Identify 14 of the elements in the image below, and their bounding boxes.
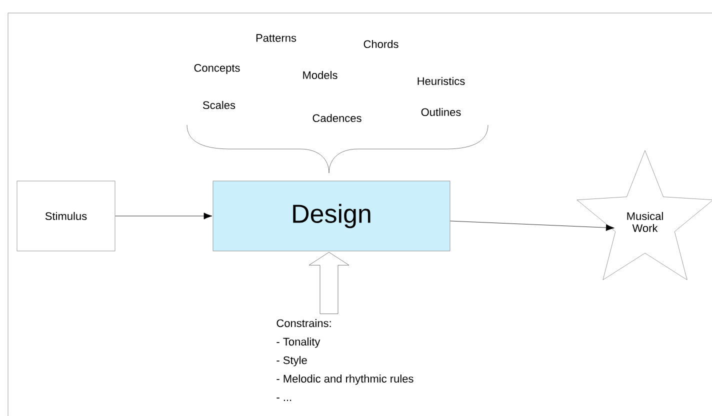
word-label: Chords bbox=[364, 40, 398, 48]
word-label: Scales bbox=[203, 100, 236, 110]
word-label: Cadences bbox=[312, 114, 362, 122]
process-box: Stimulus bbox=[16, 180, 116, 252]
word-label: Outlines bbox=[421, 108, 461, 116]
word-label: Concepts bbox=[194, 64, 240, 74]
constraints-text: Constrains: - Tonality - Style - Melodic and rhythmic rules - ... bbox=[276, 319, 414, 401]
word-label: Heuristics bbox=[418, 76, 465, 86]
process-box: Design bbox=[212, 180, 450, 252]
arrow bbox=[115, 212, 212, 220]
arrow bbox=[606, 224, 614, 231]
hollow-arrow bbox=[308, 252, 350, 314]
word-label: Patterns bbox=[256, 34, 296, 42]
word-label: Models bbox=[303, 70, 338, 80]
